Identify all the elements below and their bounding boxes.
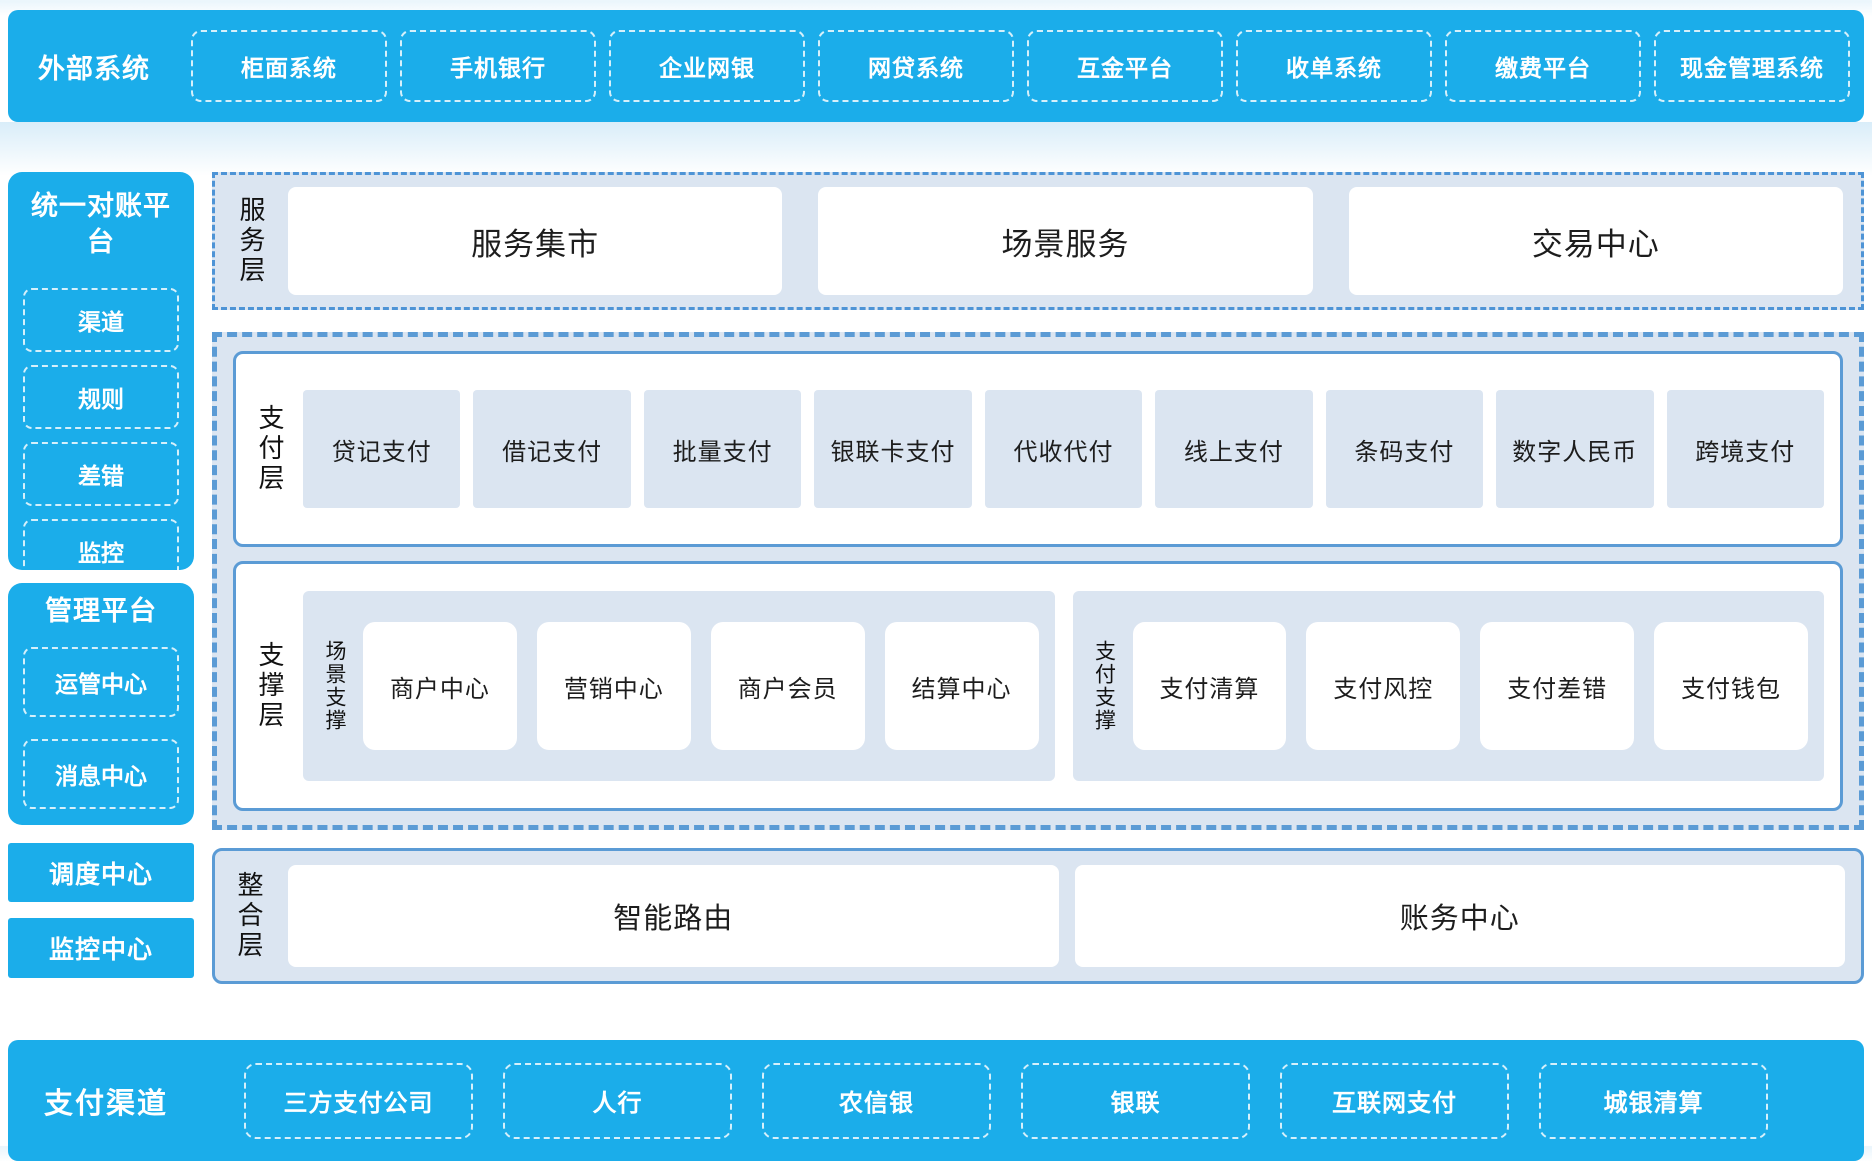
integration-layer: 整合层 智能路由 账务中心 <box>212 848 1864 984</box>
external-system-corporate-ebank: 企业网银 <box>609 30 805 102</box>
payment-discrepancy-box: 支付差错 <box>1480 622 1635 750</box>
channel-rural-credit-bank: 农信银 <box>762 1062 991 1139</box>
channel-pboc: 人行 <box>503 1062 732 1139</box>
channel-third-party-payment: 三方支付公司 <box>244 1062 473 1139</box>
reconciliation-item-discrepancy: 差错 <box>23 442 179 506</box>
external-system-cash-management: 现金管理系统 <box>1654 30 1850 102</box>
channel-city-bank-clearing: 城银清算 <box>1539 1062 1768 1139</box>
batch-payment-box: 批量支付 <box>643 390 802 508</box>
management-item-message-center: 消息中心 <box>23 739 179 809</box>
external-system-mobile-banking: 手机银行 <box>400 30 596 102</box>
scenario-support-label: 场景支撑 <box>323 640 346 732</box>
scenario-service-box: 场景服务 <box>818 187 1313 295</box>
service-layer-label: 服务层 <box>236 196 266 286</box>
main-diagram: 服务层 服务集市 场景服务 交易中心 支付层 贷记支付 借记支付 批量支付 银联… <box>212 172 1864 1012</box>
payment-support-group: 支付支撑 支付清算 支付风控 支付差错 支付钱包 <box>1072 591 1824 781</box>
management-item-operation-center: 运管中心 <box>23 647 179 717</box>
merchant-center-box: 商户中心 <box>363 622 517 750</box>
payment-channels-bar: 支付渠道 三方支付公司 人行 农信银 银联 互联网支付 城银清算 <box>8 1040 1864 1161</box>
reconciliation-item-monitoring: 监控 <box>23 519 179 583</box>
payment-risk-control-box: 支付风控 <box>1306 622 1461 750</box>
external-system-fee-payment: 缴费平台 <box>1445 30 1641 102</box>
support-layer: 支撑层 场景支撑 商户中心 营销中心 商户会员 结算中心 支付支撑 <box>233 561 1843 811</box>
channel-unionpay: 银联 <box>1021 1062 1250 1139</box>
external-systems-items: 柜面系统 手机银行 企业网银 网贷系统 互金平台 收单系统 缴费平台 现金管理系… <box>191 30 1850 102</box>
scenario-support-items: 商户中心 营销中心 商户会员 结算中心 <box>363 622 1039 750</box>
external-system-counter: 柜面系统 <box>191 30 387 102</box>
payment-channels-items: 三方支付公司 人行 农信银 银联 互联网支付 城银清算 <box>244 1062 1768 1139</box>
payment-support-label: 支付支撑 <box>1092 640 1116 732</box>
external-systems-bar: 外部系统 柜面系统 手机银行 企业网银 网贷系统 互金平台 收单系统 缴费平台 … <box>8 10 1864 122</box>
reconciliation-platform-card: 统一对账平台 渠道 规则 差错 监控 <box>8 172 194 583</box>
unionpay-card-payment-box: 银联卡支付 <box>814 390 972 508</box>
cross-border-payment-box: 跨境支付 <box>1666 390 1824 508</box>
payment-layer: 支付层 贷记支付 借记支付 批量支付 银联卡支付 代收代付 线上支付 条码支付 … <box>233 351 1843 547</box>
merchant-member-box: 商户会员 <box>710 622 865 750</box>
scheduling-center-block: 调度中心 <box>8 843 194 902</box>
scenario-support-group: 场景支撑 商户中心 营销中心 商户会员 结算中心 <box>303 591 1055 781</box>
content-region: 统一对账平台 渠道 规则 差错 监控 管理平台 运管中心 消息中心 调度中心 监… <box>0 122 1872 1012</box>
service-market-box: 服务集市 <box>288 187 783 295</box>
payment-support-items: 支付清算 支付风控 支付差错 支付钱包 <box>1132 622 1808 750</box>
reconciliation-platform-title: 统一对账平台 <box>31 191 171 257</box>
settlement-center-box: 结算中心 <box>884 622 1039 750</box>
payment-channels-title: 支付渠道 <box>44 1087 169 1120</box>
external-systems-title: 外部系统 <box>38 53 150 84</box>
payment-support-frame: 支付层 贷记支付 借记支付 批量支付 银联卡支付 代收代付 线上支付 条码支付 … <box>212 332 1864 830</box>
monitoring-center-block: 监控中心 <box>8 918 194 978</box>
payment-clearing-box: 支付清算 <box>1132 622 1287 750</box>
transaction-center-box: 交易中心 <box>1348 187 1843 295</box>
management-platform-card: 管理平台 运管中心 消息中心 <box>8 583 194 825</box>
digital-rmb-box: 数字人民币 <box>1496 390 1654 508</box>
reconciliation-platform-items: 渠道 规则 差错 监控 <box>23 288 179 583</box>
external-system-online-loan: 网贷系统 <box>818 30 1014 102</box>
integration-layer-label: 整合层 <box>234 871 264 961</box>
external-system-acquiring: 收单系统 <box>1236 30 1432 102</box>
integration-layer-items: 智能路由 账务中心 <box>288 865 1845 967</box>
credit-payment-box: 贷记支付 <box>303 390 461 508</box>
collection-payment-box: 代收代付 <box>984 390 1143 508</box>
management-platform-items: 运管中心 消息中心 <box>23 647 179 809</box>
support-layer-label: 支撑层 <box>255 641 285 731</box>
reconciliation-item-rules: 规则 <box>23 365 179 429</box>
channel-internet-payment: 互联网支付 <box>1280 1062 1509 1139</box>
payment-layer-items: 贷记支付 借记支付 批量支付 银联卡支付 代收代付 线上支付 条码支付 数字人民… <box>303 390 1824 508</box>
reconciliation-item-channel: 渠道 <box>23 288 179 352</box>
marketing-center-box: 营销中心 <box>536 622 691 750</box>
barcode-payment-box: 条码支付 <box>1325 390 1484 508</box>
online-payment-box: 线上支付 <box>1155 390 1313 508</box>
management-platform-title: 管理平台 <box>45 596 157 626</box>
service-layer-items: 服务集市 场景服务 交易中心 <box>288 187 1843 295</box>
service-layer: 服务层 服务集市 场景服务 交易中心 <box>212 172 1864 310</box>
payment-layer-label: 支付层 <box>255 404 285 494</box>
sidebar: 统一对账平台 渠道 规则 差错 监控 管理平台 运管中心 消息中心 调度中心 监… <box>8 172 194 1012</box>
accounting-center-box: 账务中心 <box>1074 865 1845 967</box>
external-system-internet-finance: 互金平台 <box>1027 30 1223 102</box>
support-layer-groups: 场景支撑 商户中心 营销中心 商户会员 结算中心 支付支撑 支付清算 支付风控 <box>303 591 1824 781</box>
payment-wallet-box: 支付钱包 <box>1654 622 1808 750</box>
smart-routing-box: 智能路由 <box>288 865 1059 967</box>
debit-payment-box: 借记支付 <box>473 390 631 508</box>
